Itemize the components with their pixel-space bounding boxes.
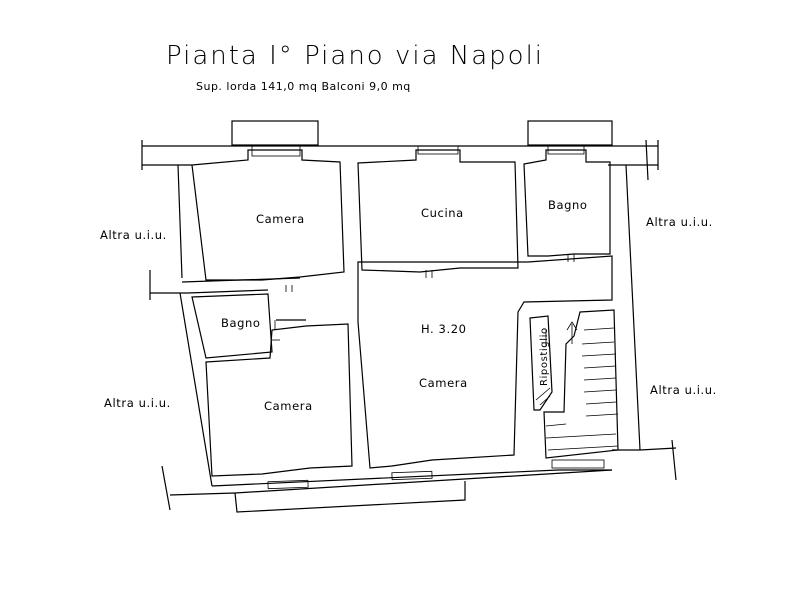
walls: [141, 120, 677, 513]
stair-steps: [545, 327, 619, 451]
room-bagno-left: Bagno: [221, 316, 261, 330]
neighbor-right-bottom: Altra u.i.u.: [650, 383, 717, 397]
room-camera-bottom-left: Camera: [264, 399, 313, 413]
room-camera-top-left: Camera: [256, 212, 305, 226]
plan-subtitle: Sup. lorda 141,0 mq Balconi 9,0 mq: [196, 80, 411, 93]
neighbor-right-top: Altra u.i.u.: [646, 215, 713, 229]
plan-title: Pianta I° Piano via Napoli: [166, 41, 544, 71]
neighbor-left-bottom: Altra u.i.u.: [104, 396, 171, 410]
room-height: H. 3.20: [421, 322, 467, 336]
room-camera-center: Camera: [419, 376, 468, 390]
room-ripostiglio: Ripostiglio: [539, 327, 550, 386]
room-bagno-top: Bagno: [548, 198, 588, 212]
neighbor-left-top: Altra u.i.u.: [100, 228, 167, 242]
room-cucina: Cucina: [421, 206, 464, 220]
